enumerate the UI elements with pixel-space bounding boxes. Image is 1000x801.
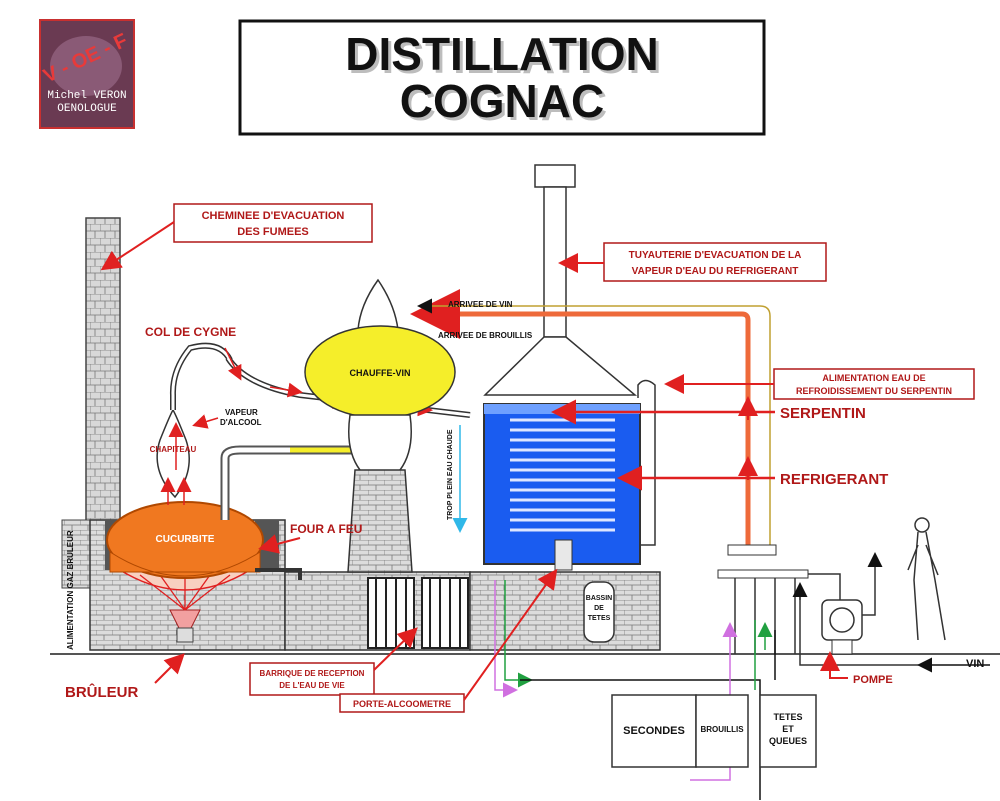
barrique-line-1: BARRIQUE DE RECEPTION [260,669,365,678]
cucurbite-label: CUCURBITE [156,534,215,545]
tuyau-line-2: VAPEUR D'EAU DU REFRIGERANT [632,266,799,277]
pompe-pointer [820,651,848,679]
vapeur-line-1: VAPEUR [225,408,258,417]
alim-gaz-label: ALIMENTATION GAZ BRULEUR [66,530,75,650]
title-box: DISTILLATION DISTILLATION COGNAC COGNAC [238,19,766,136]
bassin-label-3: TETES [588,615,611,622]
alim-eau-line-1: ALIMENTATION EAU DE [822,373,925,383]
title-line-1: DISTILLATION [345,28,658,80]
bruleur-label: BRÛLEUR [65,683,138,701]
right-brick-base [469,571,661,651]
title-shadow-1: DISTILLATION [348,31,661,83]
drain-valve [255,568,302,580]
bassin-de-tetes [583,581,615,643]
bassin-label-2: DE [594,605,604,612]
four-a-feu-label: FOUR A FEU [290,522,362,536]
chauffe-vin-vessel [304,278,456,573]
col-de-cygne-pipe [169,342,233,410]
barrique-line-2: DE L'EAU DE VIE [279,681,345,690]
brouillis-feed-line [410,289,751,545]
oenologue-logo: V - OE - F Michel VERON OENOLOGUE [39,19,135,129]
brouillis-label: BROUILLIS [700,725,744,734]
valve-manifold [717,544,809,654]
person-figure [907,517,946,641]
serpentin-label: SERPENTIN [780,405,866,422]
porte-alcoometre-device [554,539,573,571]
secondes-label: SECONDES [623,725,685,737]
vin-label: VIN [966,658,984,670]
tetes-label-2: ET [782,724,794,734]
cheminee-line-2: DES FUMEES [237,226,309,238]
bruleur-pointer [154,653,185,684]
arrivee-vin-label: ARRIVEE DE VIN [448,300,513,309]
cheminee-line-1: CHEMINEE D'EVACUATION [202,210,345,222]
vin-feed-line [417,298,771,545]
vapeur-pointer [192,414,219,429]
logo-name: Michel VERON [47,90,126,102]
refrigerant-label: REFRIGERANT [780,471,888,488]
tank-brouillis [695,694,749,768]
chapiteau-label: CHAPITEAU [150,445,197,454]
porte-alcoometre-label: PORTE-ALCOOMETRE [353,699,451,709]
arrivee-brouillis-label: ARRIVEE DE BROUILLIS [438,331,533,340]
logo-role: OENOLOGUE [57,103,117,115]
callout-porte-alcoometre: PORTE-ALCOOMETRE [339,568,558,713]
pompe [792,552,990,673]
serpentin-coil [510,418,615,532]
callout-cheminee: CHEMINEE D'EVACUATION DES FUMEES [100,203,373,271]
tank-tetes-queues [759,694,817,768]
tetes-label-1: TETES [773,712,802,722]
collection-tanks [611,694,817,768]
water-inlet-pipe [637,379,656,546]
title-shadow-2: COGNAC [403,78,607,130]
bassin-label-1: BASSIN [586,595,612,602]
tetes-label-3: QUEUES [769,736,807,746]
four-a-feu-pointer [258,534,301,554]
callout-barrique: BARRIQUE DE RECEPTION DE L'EAU DE VIE [249,627,418,696]
refrigerant-tank [483,164,641,565]
col-de-cygne-pointer [224,347,242,381]
pompe-label: POMPE [853,674,893,686]
tank-secondes [611,694,697,768]
callout-alimentation-eau: ALIMENTATION EAU DE REFROIDISSEMENT DU S… [664,368,975,400]
chauffe-vin-label: CHAUFFE-VIN [350,368,411,378]
tuyau-line-1: TUYAUTERIE D'EVACUATION DE LA [629,250,802,261]
chimney [85,217,121,524]
callout-tuyauterie: TUYAUTERIE D'EVACUATION DE LA VAPEUR D'E… [558,242,827,282]
title-line-2: COGNAC [400,75,604,127]
vapeur-line-2: D'ALCOOL [220,418,262,427]
trop-plein-label: TROP PLEIN EAU CHAUDE [447,429,454,520]
alim-eau-line-2: REFROIDISSEMENT DU SERPENTIN [796,386,952,396]
col-de-cygne-label: COL DE CYGNE [145,325,236,339]
